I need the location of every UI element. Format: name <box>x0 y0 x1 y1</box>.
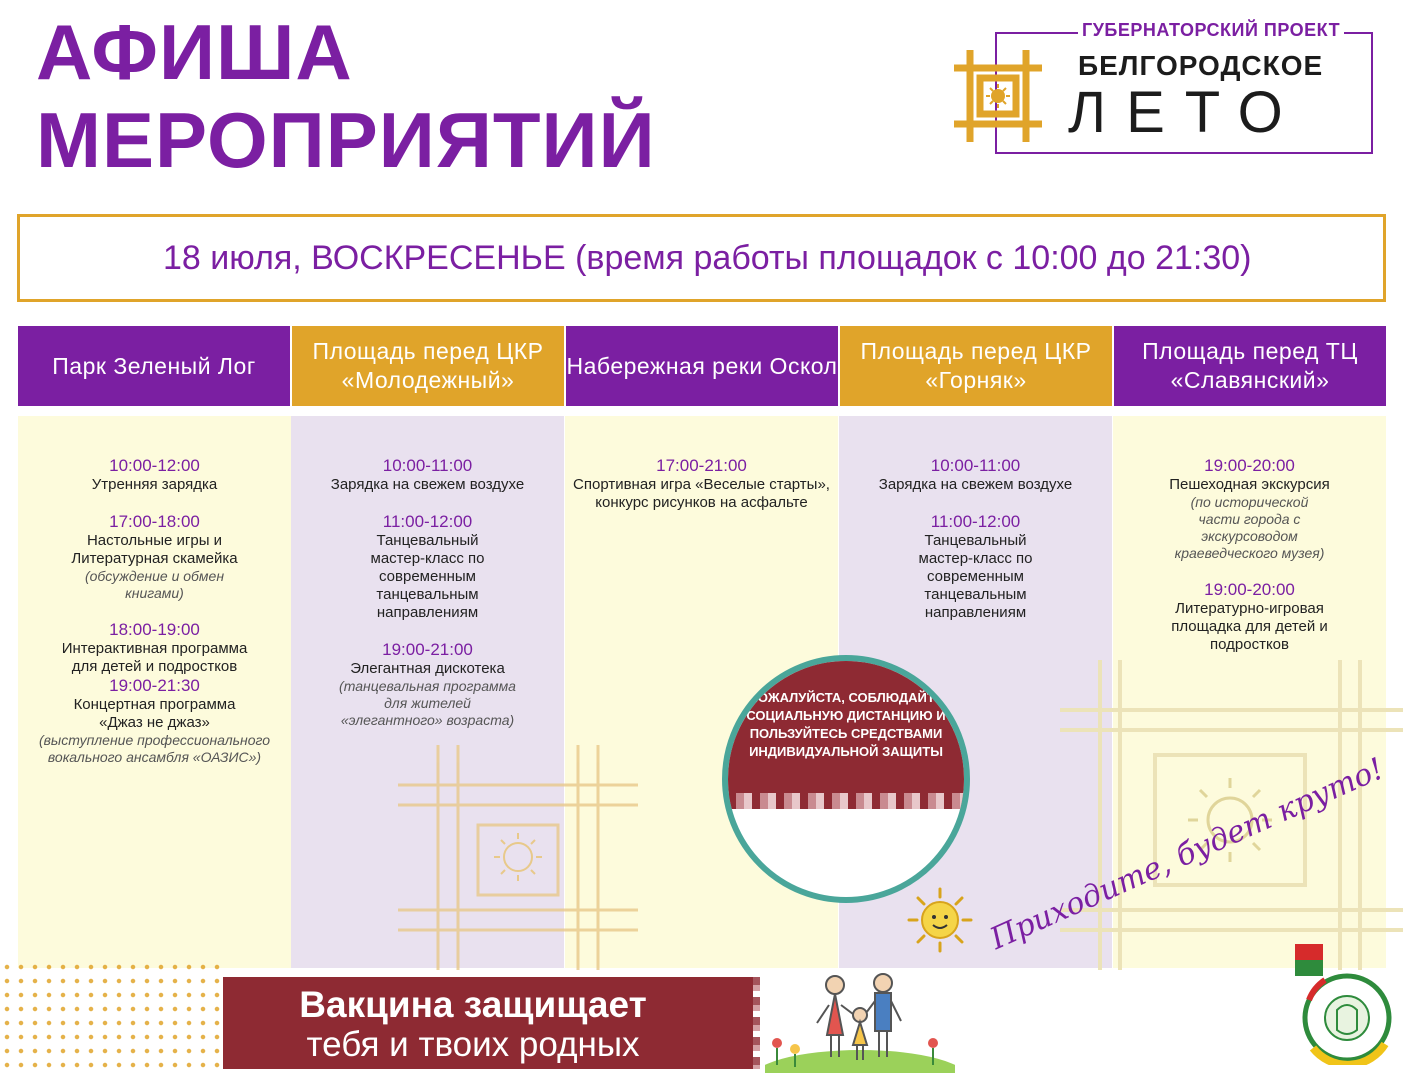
event-item: 19:00-20:00 Пешеходная экскурсия (по ист… <box>1113 456 1386 562</box>
schedule-entries: 10:00-12:00 Утренняя зарядка 17:00-18:00… <box>18 416 1386 968</box>
event-desc: Литературно-игровая площадка для детей и… <box>1171 600 1328 653</box>
badge-text: ПОЖАЛУЙСТА, СОБЛЮДАЙТЕ СОЦИАЛЬНУЮ ДИСТАН… <box>746 690 946 759</box>
event-item: 18:00-19:00 Интерактивная программа для … <box>18 620 291 676</box>
event-item: 19:00-21:30 Концертная программа «Джаз н… <box>18 676 291 766</box>
venue-headers: Парк Зеленый Лог Площадь перед ЦКР «Моло… <box>18 326 1386 406</box>
event-item: 10:00-11:00 Зарядка на свежем воздухе <box>839 456 1112 494</box>
column-3-entries: 17:00-21:00 Спортивная игра «Веселые ста… <box>565 416 838 968</box>
vaccine-line-2: тебя и твоих родных <box>306 1025 640 1064</box>
column-1 <box>18 416 291 968</box>
event-note: (танцевальная программа для жителей «эле… <box>339 678 516 728</box>
project-logo: ГУБЕРНАТОРСКИЙ ПРОЕКТ БЕЛГОРОДСКОЕ ЛЕТО <box>950 20 1380 160</box>
column-4-entries: 10:00-11:00 Зарядка на свежем воздухе 11… <box>839 416 1112 968</box>
event-item: 10:00-11:00 Зарядка на свежем воздухе <box>291 456 564 494</box>
event-desc: Танцевальный мастер-класс по современным… <box>370 532 485 621</box>
event-desc: Интерактивная программа для детей и подр… <box>61 640 248 675</box>
badge-header: ПОЖАЛУЙСТА, СОБЛЮДАЙТЕ СОЦИАЛЬНУЮ ДИСТАН… <box>728 661 964 809</box>
event-item: 17:00-21:00 Спортивная игра «Веселые ста… <box>565 456 838 512</box>
event-time: 11:00-12:00 <box>930 512 1021 531</box>
venue-header-4: Площадь перед ЦКР «Горняк» <box>840 326 1122 406</box>
event-desc: Зарядка на свежем воздухе <box>330 476 525 493</box>
event-time: 19:00-20:00 <box>1204 580 1295 599</box>
venue-header-5: Площадь перед ТЦ «Славянский» <box>1114 326 1386 406</box>
event-desc: Спортивная игра «Веселые старты», конкур… <box>573 476 830 511</box>
event-time: 17:00-18:00 <box>109 512 200 531</box>
venue-header-2: Площадь перед ЦКР «Молодежный» <box>292 326 574 406</box>
event-note: (по исторической части города с экскурсо… <box>1174 494 1325 561</box>
event-item: 19:00-20:00 Литературно-игровая площадка… <box>1113 580 1386 654</box>
column-2-entries: 10:00-11:00 Зарядка на свежем воздухе 11… <box>291 416 564 968</box>
event-desc: Утренняя зарядка <box>91 476 218 493</box>
venue-header-1: Парк Зеленый Лог <box>18 326 300 406</box>
column-1-entries: 10:00-12:00 Утренняя зарядка 17:00-18:00… <box>18 416 291 968</box>
event-item: 10:00-12:00 Утренняя зарядка <box>18 456 291 494</box>
venue-name: Парк Зеленый Лог <box>52 352 256 379</box>
column-5-entries: 19:00-20:00 Пешеходная экскурсия (по ист… <box>1113 416 1386 968</box>
date-banner: 18 июля, ВОСКРЕСЕНЬЕ (время работы площа… <box>17 214 1386 302</box>
event-desc: Настольные игры и Литературная скамейка <box>71 532 238 567</box>
event-note: (обсуждение и обмен книгами) <box>84 568 225 601</box>
event-time: 19:00-21:00 <box>382 640 473 659</box>
venue-name: Набережная реки Оскол <box>566 352 838 379</box>
safety-badge: ПОЖАЛУЙСТА, СОБЛЮДАЙТЕ СОЦИАЛЬНУЮ ДИСТАН… <box>722 655 970 903</box>
vaccine-line-1: Вакцина защищает <box>299 984 647 1025</box>
venue-header-3: Набережная реки Оскол <box>566 326 848 406</box>
event-desc: Концертная программа «Джаз не джаз» <box>73 696 236 731</box>
event-time: 17:00-21:00 <box>656 456 747 475</box>
event-time: 19:00-21:30 <box>109 676 200 695</box>
venue-name: Площадь перед ТЦ «Славянский» <box>1142 338 1358 393</box>
page-title: АФИША МЕРОПРИЯТИЙ <box>36 8 656 184</box>
event-time: 18:00-19:00 <box>109 620 200 639</box>
event-time: 10:00-11:00 <box>930 456 1021 475</box>
event-desc: Элегантная дискотека <box>350 660 505 677</box>
event-time: 11:00-12:00 <box>382 512 473 531</box>
event-item: 17:00-18:00 Настольные игры и Литературн… <box>18 512 291 602</box>
event-desc: Пешеходная экскурсия <box>1169 476 1330 493</box>
logo-project-label: ГУБЕРНАТОРСКИЙ ПРОЕКТ <box>1078 20 1345 41</box>
logo-name-1: БЕЛГОРОДСКОЕ <box>1078 50 1324 81</box>
event-item: 11:00-12:00 Танцевальный мастер-класс по… <box>839 512 1112 622</box>
title-line-2: МЕРОПРИЯТИЙ <box>36 96 656 184</box>
title-line-1: АФИША <box>36 8 353 96</box>
vaccine-banner: Вакцина защищает тебя и твоих родных <box>223 977 753 1069</box>
badge-band <box>728 793 964 809</box>
event-item: 19:00-21:00 Элегантная дискотека (танцев… <box>291 640 564 729</box>
event-time: 10:00-12:00 <box>109 456 200 475</box>
event-item: 11:00-12:00 Танцевальный мастер-класс по… <box>291 512 564 622</box>
dots-decoration <box>0 960 220 1073</box>
event-time: 10:00-11:00 <box>382 456 473 475</box>
venue-name: Площадь перед ЦКР «Молодежный» <box>312 338 544 393</box>
event-time: 19:00-20:00 <box>1204 456 1295 475</box>
event-desc: Танцевальный мастер-класс по современным… <box>918 532 1033 621</box>
venue-name: Площадь перед ЦКР «Горняк» <box>860 338 1092 393</box>
logo-name-2: ЛЕТО <box>1068 80 1303 145</box>
date-text: 18 июля, ВОСКРЕСЕНЬЕ (время работы площа… <box>163 239 1252 277</box>
event-note: (выступление профессионального вокальног… <box>38 732 271 765</box>
ornament-sun-icon <box>954 50 1042 142</box>
family-illustration <box>765 973 955 1073</box>
event-desc: Зарядка на свежем воздухе <box>878 476 1073 493</box>
